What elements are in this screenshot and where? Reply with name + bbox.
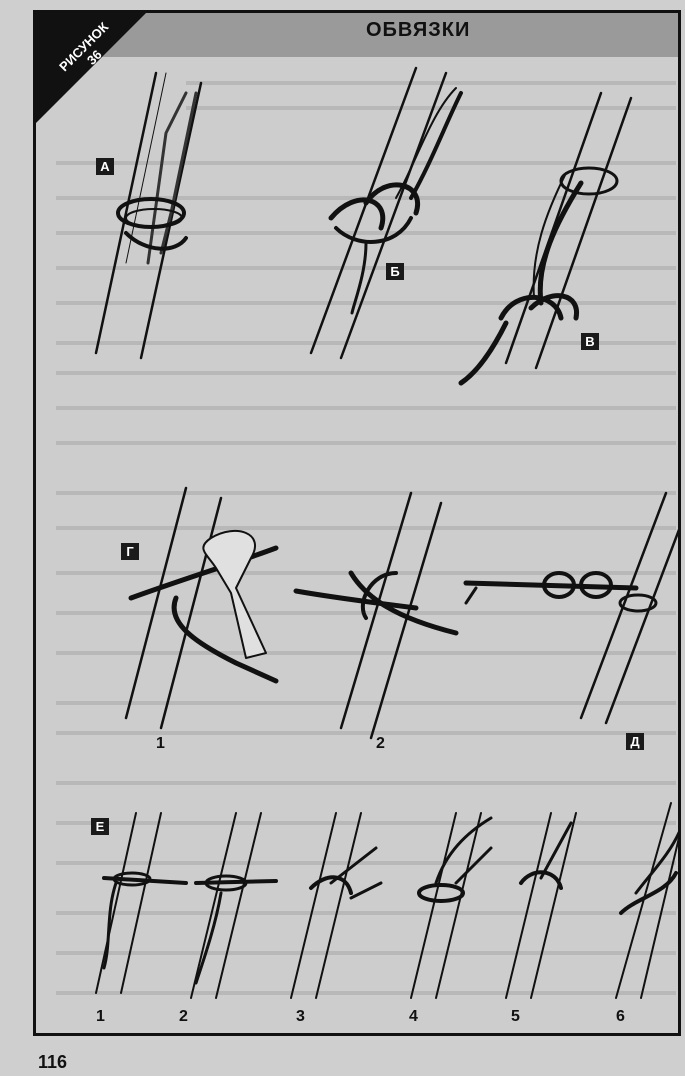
label-d: Д xyxy=(626,733,644,750)
step-e-2: 2 xyxy=(179,1008,188,1026)
page-number: 116 xyxy=(38,1052,67,1073)
knot-illustrations xyxy=(36,13,681,1036)
step-e-5: 5 xyxy=(511,1008,520,1026)
knot-g2-illustration xyxy=(296,493,456,738)
label-e: Е xyxy=(91,818,109,835)
step-g-1: 1 xyxy=(156,735,165,753)
step-e-6: 6 xyxy=(616,1008,625,1026)
step-g-2: 2 xyxy=(376,735,385,753)
knot-a-illustration xyxy=(96,73,201,358)
step-e-1: 1 xyxy=(96,1008,105,1026)
label-a: А xyxy=(96,158,114,175)
step-e-4: 4 xyxy=(409,1008,418,1026)
knot-g1-illustration xyxy=(126,488,276,728)
label-v: В xyxy=(581,333,599,350)
knot-b-illustration xyxy=(311,68,461,358)
figure-frame: ОБВЯЗКИ РИСУНОК 36 xyxy=(33,10,681,1036)
knot-e-illustrations xyxy=(96,803,681,998)
step-e-3: 3 xyxy=(296,1008,305,1026)
knot-v-illustration xyxy=(461,93,631,383)
label-b: Б xyxy=(386,263,404,280)
label-g: Г xyxy=(121,543,139,560)
knot-d-illustration xyxy=(466,493,681,723)
